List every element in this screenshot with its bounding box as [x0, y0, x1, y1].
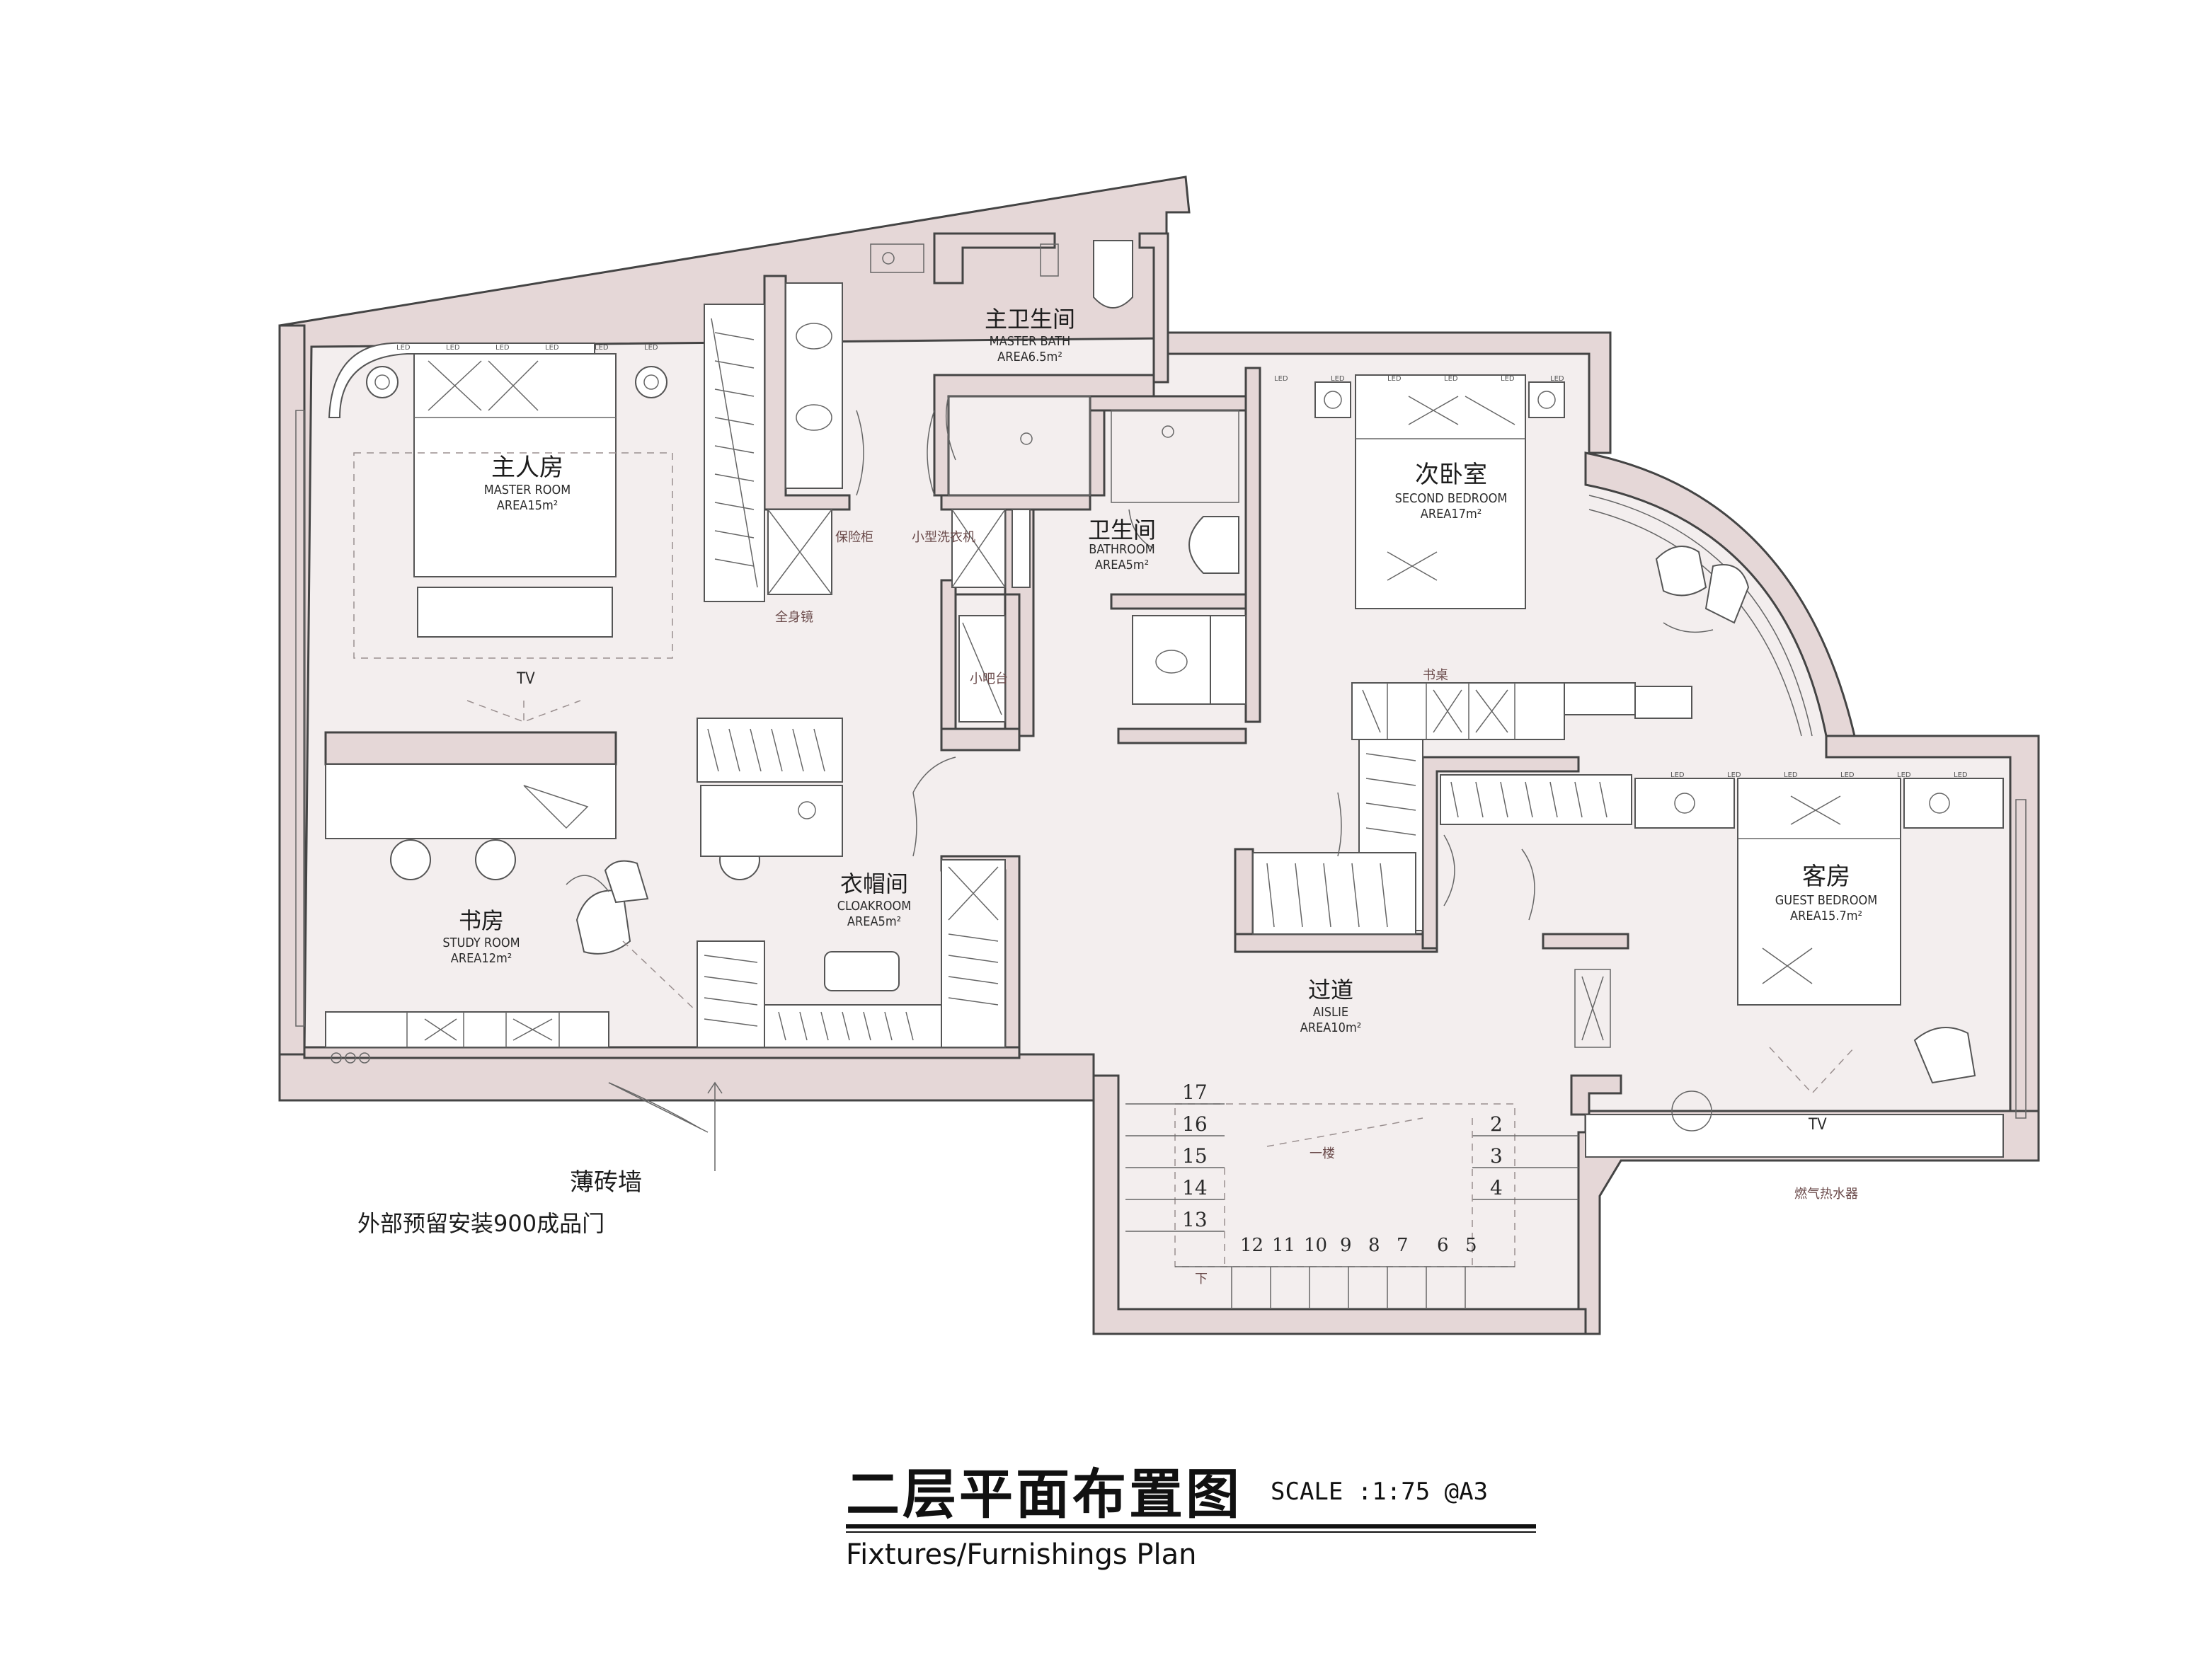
annotations: 薄砖墙 外部预留安装900成品门 [357, 1168, 642, 1237]
svg-text:LED: LED [1501, 375, 1515, 383]
stair-number: 14 [1182, 1176, 1208, 1199]
master-room-furniture [328, 304, 765, 723]
mini-bar-label: 小吧台 [970, 672, 1008, 686]
svg-text:LED: LED [1444, 375, 1458, 383]
study-room-title: 书房 [459, 907, 504, 934]
master-bath-fixtures [785, 240, 1133, 496]
master-bath-area: AREA6.5m² [997, 350, 1062, 364]
svg-text:LED: LED [1671, 771, 1685, 779]
svg-text:LED: LED [1727, 771, 1741, 779]
washer-label: 小型洗衣机 [912, 530, 975, 545]
stair-number: 10 [1304, 1235, 1327, 1256]
stair-number: 15 [1182, 1144, 1208, 1168]
stair-numbers: 17 16 15 14 13 2 3 4 12 11 10 9 8 7 6 5 [1182, 1081, 1503, 1256]
door-install-note: 外部预留安装900成品门 [357, 1210, 604, 1237]
svg-text:LED: LED [595, 344, 609, 352]
svg-text:LED: LED [1550, 375, 1564, 383]
tv-master-label: TV [516, 670, 535, 688]
cloakroom-title: 衣帽间 [840, 870, 908, 897]
door-swings [608, 410, 1535, 1133]
second-bedroom-title: 次卧室 [1415, 461, 1487, 489]
stair-number: 9 [1340, 1235, 1352, 1256]
stair-number: 12 [1240, 1235, 1263, 1256]
study-furniture [325, 764, 760, 1064]
svg-text:LED: LED [1954, 771, 1968, 779]
study-room-area: AREA12m² [451, 951, 512, 966]
safe-label: 保险柜 [835, 530, 873, 545]
svg-text:LED: LED [644, 344, 658, 352]
title-block: 二层平面布置图 SCALE :1:75 @A3 Fixtures/Furnish… [846, 1451, 1554, 1571]
aisle-en: AISLIE [1313, 1005, 1348, 1020]
staircase [1125, 1103, 1578, 1309]
bathroom-area: AREA5m² [1095, 558, 1149, 572]
stair-number: 8 [1368, 1235, 1380, 1256]
tv-guest-label: TV [1808, 1116, 1827, 1134]
stair-number: 13 [1182, 1208, 1208, 1231]
desk-label: 书桌 [1423, 668, 1448, 683]
second-bedroom-furniture [1252, 374, 1750, 935]
aisle-title: 过道 [1308, 977, 1353, 1003]
utility-fixtures [767, 509, 1031, 723]
first-floor-label: 一楼 [1310, 1146, 1335, 1161]
svg-text:LED: LED [1331, 375, 1345, 383]
drawing-subtitle: Fixtures/Furnishings Plan [846, 1538, 1197, 1571]
stair-number: 6 [1437, 1235, 1449, 1256]
stair-number: 4 [1490, 1176, 1503, 1199]
led-strip-second: LED LED LED LED LED LED [1274, 375, 1564, 383]
stair-number: 3 [1490, 1144, 1503, 1168]
bathroom-fixtures [1111, 410, 1247, 705]
fixture-labels: 保险柜 小型洗衣机 全身镜 小吧台 书桌 TV TV 一楼 下 燃气热水器 [516, 530, 1858, 1286]
aisle-area: AREA10m² [1300, 1020, 1362, 1035]
svg-text:LED: LED [1784, 771, 1798, 779]
master-room-en: MASTER ROOM [484, 483, 571, 497]
guest-bedroom-title: 客房 [1802, 863, 1850, 891]
svg-text:LED: LED [396, 344, 411, 352]
svg-text:LED: LED [446, 344, 460, 352]
door-callout [707, 1081, 723, 1171]
study-room-en: STUDY ROOM [442, 935, 520, 950]
cloakroom-en: CLOAKROOM [837, 899, 912, 914]
stair-number: 7 [1397, 1235, 1409, 1256]
stair-number: 5 [1465, 1235, 1477, 1256]
drawing-title: 二层平面布置图 [846, 1463, 1242, 1526]
second-bedroom-en: SECOND BEDROOM [1395, 491, 1508, 506]
cloakroom-furniture [697, 718, 1006, 1048]
svg-text:LED: LED [495, 344, 510, 352]
stair-number: 11 [1272, 1235, 1295, 1256]
svg-text:LED: LED [1897, 771, 1911, 779]
title-underline [846, 1524, 1536, 1529]
led-strip-guest: LED LED LED LED LED LED [1671, 771, 1968, 779]
master-bath-title: 主卫生间 [985, 306, 1075, 333]
drawing-scale: SCALE :1:75 @A3 [1271, 1478, 1489, 1506]
guest-bedroom-furniture [1574, 778, 2004, 1158]
cloakroom-area: AREA5m² [847, 914, 901, 929]
stair-number: 2 [1490, 1112, 1503, 1136]
bathroom-en: BATHROOM [1089, 542, 1155, 557]
svg-text:LED: LED [545, 344, 559, 352]
master-room-area: AREA15m² [497, 498, 558, 513]
svg-text:LED: LED [1274, 375, 1288, 383]
master-room-title: 主人房 [491, 454, 563, 482]
mirror-label: 全身镜 [775, 610, 813, 625]
guest-bedroom-en: GUEST BEDROOM [1775, 893, 1877, 908]
bathroom-title: 卫生间 [1088, 517, 1156, 543]
stair-number: 16 [1182, 1112, 1208, 1136]
led-strip-master: LED LED LED LED LED LED [396, 344, 658, 352]
water-heater-label: 燃气热水器 [1794, 1187, 1858, 1202]
room-labels: 主人房 MASTER ROOM AREA15m² 主卫生间 MASTER BAT… [442, 306, 1877, 1035]
second-bedroom-area: AREA17m² [1421, 507, 1482, 522]
title-underline-thin [846, 1531, 1536, 1533]
master-bath-en: MASTER BATH [990, 334, 1071, 349]
stair-number: 17 [1182, 1081, 1208, 1104]
stairs-down-label: 下 [1195, 1272, 1208, 1286]
svg-text:LED: LED [1387, 375, 1402, 383]
svg-text:LED: LED [1840, 771, 1855, 779]
thin-brick-wall-note: 薄砖墙 [570, 1168, 642, 1197]
guest-bedroom-area: AREA15.7m² [1790, 909, 1862, 923]
